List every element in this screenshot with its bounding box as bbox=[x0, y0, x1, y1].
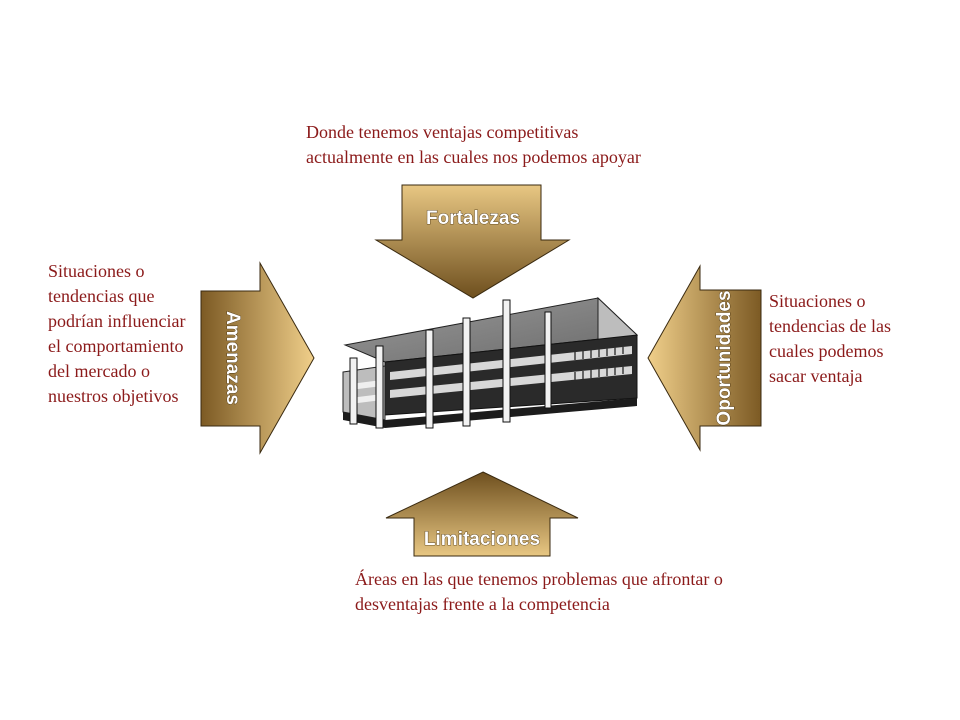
amenazas-arrow: Amenazas bbox=[200, 261, 315, 455]
amenazas-label: Amenazas bbox=[222, 311, 243, 405]
fortalezas-description: Donde tenemos ventajas competitivas actu… bbox=[306, 122, 641, 167]
oportunidades-label: Oportunidades bbox=[714, 290, 735, 425]
oportunidades-arrow: Oportunidades bbox=[647, 264, 762, 452]
limitaciones-label: Limitaciones bbox=[424, 529, 540, 550]
amenazas-description: Situaciones o tendencias que podrían inf… bbox=[48, 261, 186, 406]
office-building-icon bbox=[342, 296, 639, 429]
limitaciones-description: Áreas en las que tenemos problemas que a… bbox=[355, 569, 723, 614]
limitaciones-arrow: Limitaciones bbox=[385, 471, 579, 557]
fortalezas-arrow: Fortalezas bbox=[374, 184, 571, 299]
oportunidades-description: Situaciones o tendencias de las cuales p… bbox=[769, 291, 891, 386]
fortalezas-label: Fortalezas bbox=[426, 208, 520, 229]
